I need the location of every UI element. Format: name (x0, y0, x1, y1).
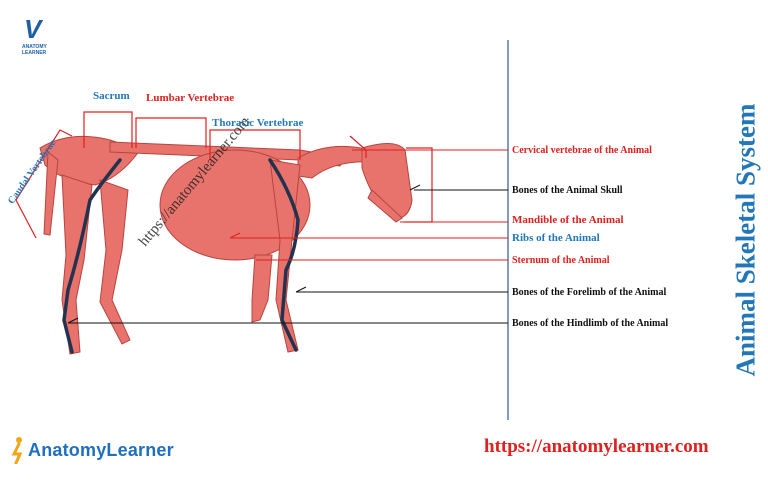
diagram-title: Animal Skeletal System (730, 103, 761, 377)
logo-small-text: ANATOMY LEARNER (22, 44, 47, 56)
label-skull: Bones of the Animal Skull (512, 185, 623, 196)
label-lumbar-vertebrae: Lumbar Vertebrae (146, 92, 235, 104)
brand-logo: AnatomyLearner (10, 434, 174, 466)
pointer-lines (67, 149, 508, 324)
label-hindlimb: Bones of the Hindlimb of the Animal (512, 318, 669, 329)
limb-highlight-lines (62, 158, 300, 354)
brand-logo-small: V ANATOMY LEARNER (22, 14, 56, 58)
label-forelimb: Bones of the Forelimb of the Animal (512, 287, 667, 298)
logo-v-icon: V (24, 14, 42, 44)
label-ribs: Ribs of the Animal (512, 232, 600, 244)
footer-url-link[interactable]: https://anatomylearner.com (484, 436, 709, 457)
person-logo-icon (11, 437, 23, 464)
brand-name: AnatomyLearner (28, 439, 174, 460)
label-sternum: Sternum of the Animal (512, 255, 610, 266)
label-mandible: Mandible of the Animal (512, 214, 624, 226)
label-thoracic-vertebrae: Thoracic Vertebrae (212, 117, 304, 129)
label-cervical-vertebrae: Cervical vertebrae of the Animal (512, 145, 652, 156)
label-sacrum: Sacrum (93, 90, 130, 102)
animal-skeleton (39, 135, 413, 355)
